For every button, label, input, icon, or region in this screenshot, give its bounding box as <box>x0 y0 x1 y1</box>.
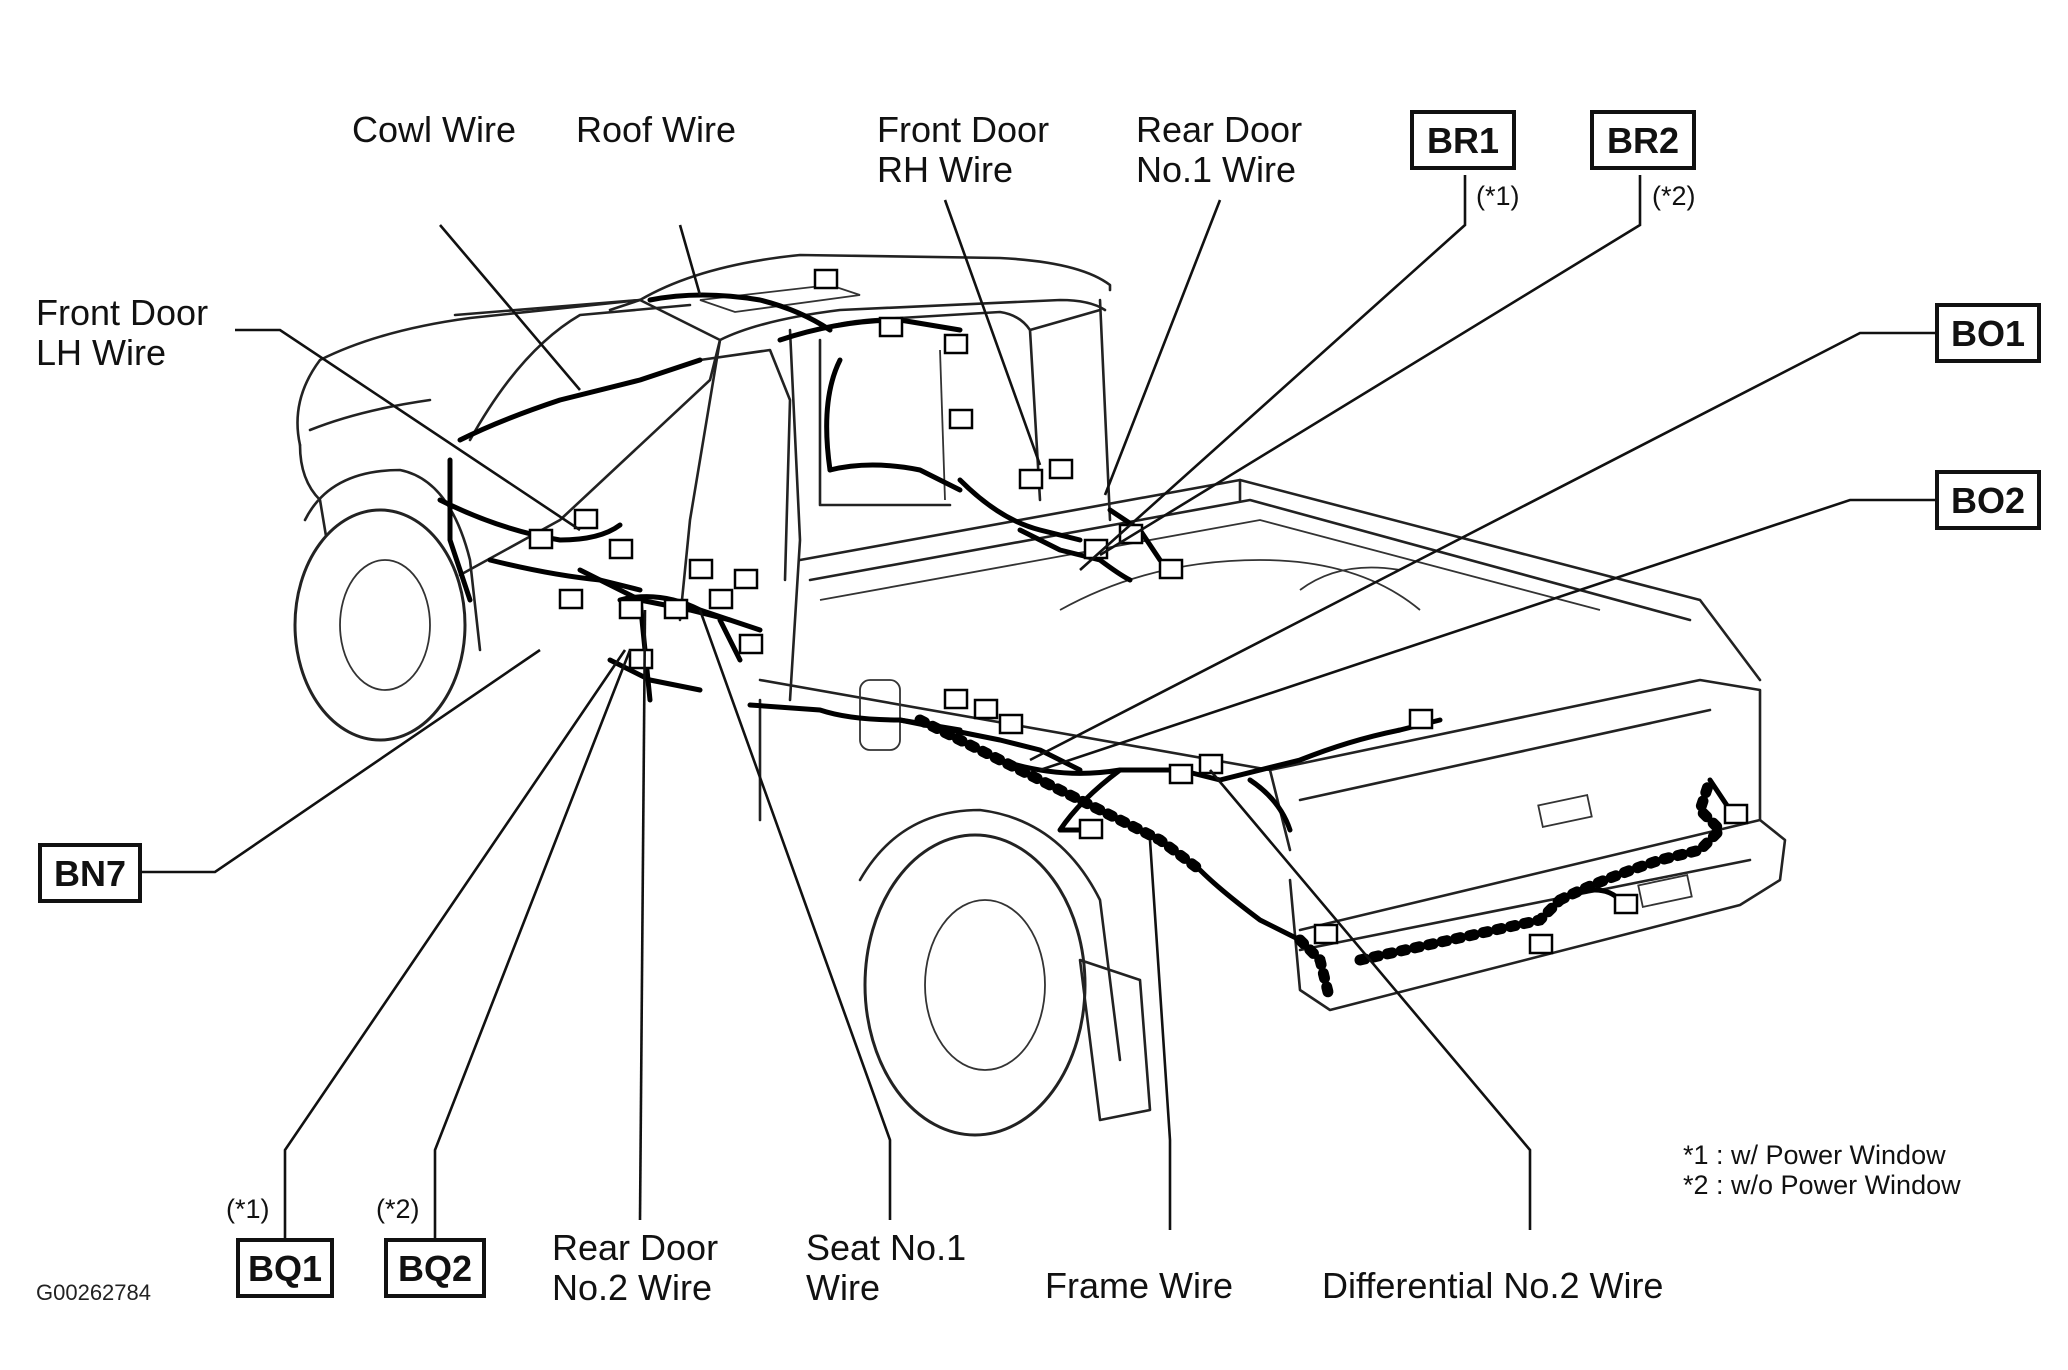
rear-door-no1-wire-label-line1: Rear Door <box>1136 109 1302 150</box>
front-door-rh-wire-label-line2: RH Wire <box>877 149 1013 190</box>
connector-bq2-code: BQ2 <box>398 1248 472 1289</box>
connector-bo1: BO1 <box>1935 303 2041 363</box>
connector-bn7-code: BN7 <box>54 853 126 894</box>
truck-illustration <box>293 253 1787 1137</box>
legend-note-1: *1 : w/ Power Window <box>1683 1140 1946 1170</box>
connector-bq2-note: (*2) <box>376 1194 420 1224</box>
connector-br1-note: (*1) <box>1476 181 1520 211</box>
connector-bq1: (*1) BQ1 <box>226 1194 334 1298</box>
legend-note-2: *2 : w/o Power Window <box>1683 1170 1961 1200</box>
front-door-lh-wire-label-line1: Front Door <box>36 292 208 333</box>
connector-br2-code: BR2 <box>1607 120 1679 161</box>
leader-lines <box>140 175 1935 1240</box>
connector-bo1-code: BO1 <box>1951 313 2025 354</box>
connector-br2-note: (*2) <box>1652 181 1696 211</box>
figure-id: G00262784 <box>36 1280 151 1305</box>
rear-door-no2-wire-label-line2: No.2 Wire <box>552 1267 712 1308</box>
connector-bq1-note: (*1) <box>226 1194 270 1224</box>
connector-blocks <box>528 268 1749 955</box>
frame-wire-label: Frame Wire <box>1045 1265 1233 1306</box>
front-door-lh-wire-label-line2: LH Wire <box>36 332 166 373</box>
connector-br1-code: BR1 <box>1427 120 1499 161</box>
differential-no2-wire-label: Differential No.2 Wire <box>1322 1265 1663 1306</box>
connector-br2: BR2 (*2) <box>1590 110 1696 211</box>
front-door-rh-wire-label-line1: Front Door <box>877 109 1049 150</box>
connector-bq1-code: BQ1 <box>248 1248 322 1289</box>
connector-br1: BR1 (*1) <box>1410 110 1520 211</box>
rear-door-no2-wire-label-line1: Rear Door <box>552 1227 718 1268</box>
connector-bn7: BN7 <box>38 843 142 903</box>
rear-door-no1-wire-label-line2: No.1 Wire <box>1136 149 1296 190</box>
wire-harnesses <box>437 292 1733 1006</box>
cowl-wire-label: Cowl Wire <box>352 109 516 150</box>
connector-bo2: BO2 <box>1935 470 2041 530</box>
connector-bo2-code: BO2 <box>1951 480 2025 521</box>
roof-wire-label: Roof Wire <box>576 109 736 150</box>
seat-no1-wire-label-line1: Seat No.1 <box>806 1227 966 1268</box>
seat-no1-wire-label-line2: Wire <box>806 1267 880 1308</box>
connector-bq2: (*2) BQ2 <box>376 1194 486 1298</box>
legend: *1 : w/ Power Window *2 : w/o Power Wind… <box>1683 1140 1961 1200</box>
